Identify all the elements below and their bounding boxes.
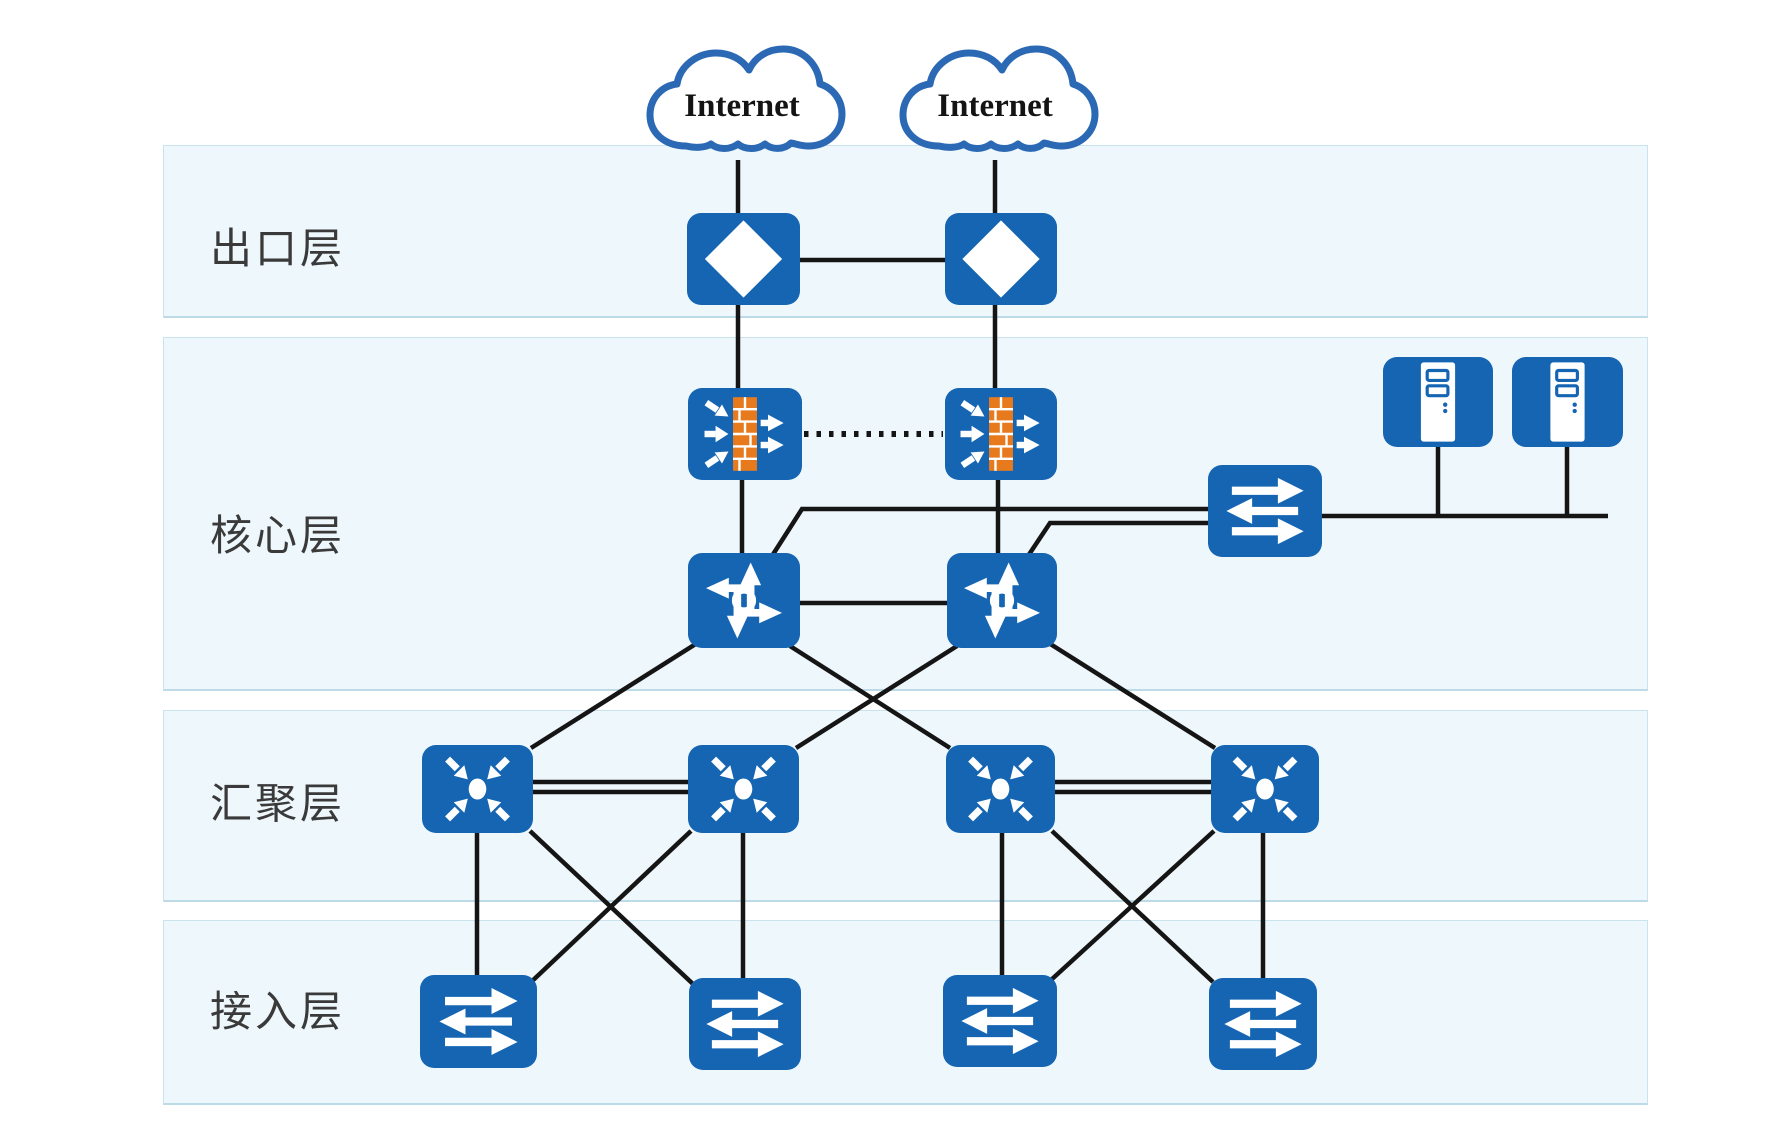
server-icon	[1550, 362, 1585, 442]
core-switch-2	[947, 553, 1057, 648]
layer-label-aggregation: 汇聚层	[210, 780, 346, 827]
access-switch-2	[689, 978, 801, 1070]
access-switch-4	[1209, 978, 1317, 1070]
agg-switch-icon	[968, 756, 1033, 822]
internet-cloud-1: Internet	[637, 40, 847, 172]
link-agg1-agg2-double	[530, 779, 691, 795]
link-core1-agg3	[788, 644, 952, 750]
link-core1-serverswitch	[770, 506, 1212, 558]
layer-label-access: 接入层	[210, 988, 346, 1035]
l3-switch-icon	[964, 562, 1040, 639]
server-icon	[1420, 362, 1456, 442]
router-2: R	[945, 213, 1057, 305]
firewall-1	[688, 388, 802, 480]
link-core1-agg1	[529, 638, 704, 750]
cloud-label: Internet	[937, 87, 1053, 124]
firewall-icon	[704, 397, 784, 471]
router-icon: R	[704, 220, 783, 298]
layer-panel-egress	[163, 145, 1648, 318]
access-switch-1	[420, 975, 537, 1068]
agg-switch-icon	[1232, 756, 1298, 822]
link-agg3-agg4-double	[1052, 779, 1214, 795]
agg-switch-3	[946, 745, 1055, 833]
server-2	[1512, 357, 1623, 447]
router-icon: R	[962, 220, 1040, 298]
cloud-icon	[646, 45, 846, 152]
server-switch	[1208, 465, 1322, 557]
l3-switch-icon	[706, 562, 782, 639]
l2-switch-icon	[961, 987, 1039, 1055]
internet-cloud-2: Internet	[890, 40, 1100, 172]
agg-switch-icon	[445, 756, 510, 822]
l2-switch-icon	[439, 988, 518, 1055]
layer-label-egress: 出口层	[210, 225, 346, 272]
l2-switch-icon	[1226, 477, 1304, 545]
link-agg2-access1	[527, 829, 693, 986]
l2-switch-icon	[1224, 990, 1302, 1058]
server-1	[1383, 357, 1493, 447]
core-switch-1	[688, 553, 800, 648]
server-bus	[1318, 445, 1608, 519]
router-letter: R	[729, 237, 759, 282]
agg-switch-4	[1211, 745, 1319, 833]
firewall-icon	[960, 397, 1040, 471]
agg-switch-2	[688, 745, 799, 833]
router-letter: R	[986, 237, 1016, 282]
access-switch-3	[943, 975, 1057, 1067]
cloud-label: Internet	[684, 87, 800, 124]
l2-switch-icon	[706, 990, 784, 1058]
layer-panel-aggregation	[163, 710, 1648, 902]
layer-label-core: 核心层	[210, 512, 346, 559]
link-core2-agg4	[1042, 638, 1217, 750]
cloud-icon	[899, 45, 1099, 152]
link-core2-agg2	[794, 644, 959, 750]
agg-switch-icon	[711, 756, 776, 822]
link-agg4-access3	[1049, 829, 1216, 982]
router-1: R	[687, 213, 800, 305]
firewall-2	[945, 388, 1057, 480]
layer-panel-access	[163, 920, 1648, 1105]
link-core2-serverswitch	[1026, 520, 1212, 558]
agg-switch-1	[422, 745, 533, 833]
